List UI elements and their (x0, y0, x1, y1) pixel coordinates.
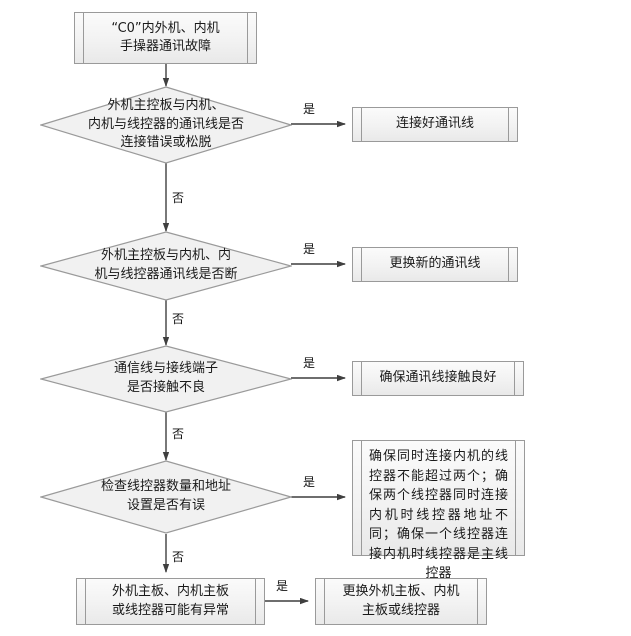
node-result-controller-rules-right-bar (515, 441, 524, 555)
node-start[interactable]: “C0”内外机、内机 手操器通讯故障 (74, 12, 257, 64)
node-result-replace-cable[interactable]: 更换新的通讯线 (352, 247, 518, 282)
edge-label-d1-yes: 是 (303, 102, 316, 116)
node-decision-terminal-contact[interactable]: 通信线与接线端子 是否接触不良 (40, 345, 292, 413)
node-result-replace-board-right-bar (477, 579, 486, 624)
edge-label-d4-no: 否 (172, 550, 185, 564)
node-result-replace-cable-left-bar (353, 248, 362, 281)
node-start-label: “C0”内外机、内机 手操器通讯故障 (111, 20, 220, 54)
node-result-replace-cable-right-bar (508, 248, 517, 281)
node-result-ensure-contact-right-bar (514, 362, 523, 395)
edge-label-d3-no: 否 (172, 427, 185, 441)
node-result-board-abnormal-label: 外机主板、内机主板 或线控器可能有异常 (111, 584, 229, 618)
node-result-controller-rules[interactable]: 确保同时连接内机的线控器不能超过两个；确保两个线控器同时连接内机时线控器地址不同… (352, 440, 525, 581)
edge-label-d2-yes: 是 (303, 242, 316, 256)
node-result-replace-board-label: 更换外机主板、内机 主板或线控器 (342, 584, 460, 618)
node-result-replace-board[interactable]: 更换外机主板、内机 主板或线控器 (315, 578, 487, 625)
node-result-board-abnormal-left-bar (77, 579, 86, 624)
node-result-ensure-contact-left-bar (353, 362, 362, 395)
node-start-right-bar (247, 13, 256, 63)
edge-label-d1-no: 否 (172, 191, 185, 205)
node-result-board-abnormal-right-bar (255, 579, 264, 624)
edge-label-d4-yes: 是 (303, 475, 316, 489)
node-result-reconnect-cable-right-bar (508, 108, 517, 141)
node-result-reconnect-cable-label: 连接好通讯线 (395, 116, 474, 132)
edge-label-d3-yes: 是 (303, 356, 316, 370)
node-decision-controller-address[interactable]: 检查线控器数量和地址 设置是否有误 (40, 460, 292, 534)
node-start-left-bar (75, 13, 84, 63)
node-result-controller-rules-label: 确保同时连接内机的线控器不能超过两个；确保两个线控器同时连接内机时线控器地址不同… (369, 449, 508, 581)
node-result-board-abnormal[interactable]: 外机主板、内机主板 或线控器可能有异常 (76, 578, 265, 625)
node-result-replace-board-left-bar (316, 579, 325, 624)
node-result-ensure-contact-label: 确保通讯线接触良好 (379, 370, 497, 386)
node-result-reconnect-cable-left-bar (353, 108, 362, 141)
node-decision-connection-loose[interactable]: 外机主控板与内机、 内机与线控器的通讯线是否 连接错误或松脱 (40, 86, 292, 164)
edge-label-d2-no: 否 (172, 312, 185, 326)
node-decision-cable-broken[interactable]: 外机主控板与内机、内 机与线控器通讯线是否断 (40, 231, 292, 301)
node-result-controller-rules-left-bar (353, 441, 362, 555)
node-result-reconnect-cable[interactable]: 连接好通讯线 (352, 107, 518, 142)
node-result-replace-cable-label: 更换新的通讯线 (389, 256, 481, 272)
node-result-ensure-contact[interactable]: 确保通讯线接触良好 (352, 361, 524, 396)
edge-label-end1-yes: 是 (276, 579, 289, 593)
